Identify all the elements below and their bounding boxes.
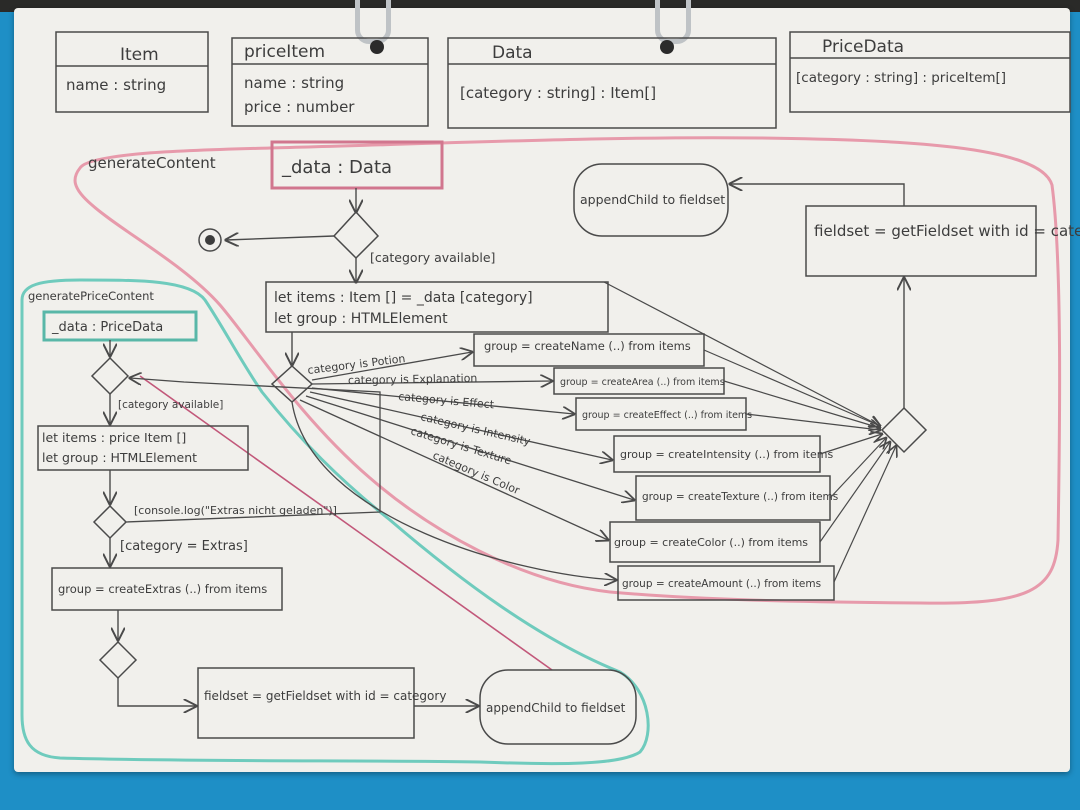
price-merge-diamond <box>98 640 138 680</box>
main-append-node <box>573 163 729 237</box>
main-param: _data : Data <box>281 157 392 178</box>
price-let-items: let items : price Item [] <box>42 430 186 445</box>
main-guard-available: [category available] <box>370 250 495 265</box>
punch-hole-left <box>370 40 384 54</box>
guard-effect: category is Effect <box>398 390 496 411</box>
class-pricedata <box>789 31 1071 113</box>
class-priceitem <box>231 37 429 127</box>
class-pricedata-attr: [category : string] : priceItem[] <box>796 70 1006 86</box>
price-extras-box <box>51 567 283 611</box>
main-let-box <box>265 281 609 333</box>
branch-action-effect: group = createEffect (..) from items <box>582 410 752 421</box>
main-param-box <box>270 140 444 190</box>
class-priceitem-attr-name: name : string <box>244 74 344 92</box>
price-append-node <box>479 669 637 745</box>
price-append-label: appendChild to fieldset <box>486 701 626 715</box>
class-priceitem-attr-price: price : number <box>244 98 355 116</box>
main-final-node <box>198 228 222 252</box>
price-guard-console: [console.log("Extras nicht geladen")] <box>134 504 337 517</box>
punch-hole-right <box>660 40 674 54</box>
guard-explanation: category is Explanation <box>348 372 478 387</box>
class-data-title: Data <box>492 43 533 63</box>
class-data-attr: [category : string] : Item[] <box>460 84 656 102</box>
branch-action-explanation: group = createArea (..) from items <box>560 377 725 388</box>
price-param: _data : PriceData <box>51 320 163 335</box>
main-merge-diamond <box>880 406 928 454</box>
main-merge-arrows <box>603 281 896 583</box>
branch-action-texture: group = createTexture (..) from items <box>642 491 838 503</box>
price-fieldset-box <box>197 667 415 739</box>
class-pricedata-title: PriceData <box>822 37 904 57</box>
main-fieldset-box <box>805 205 1037 277</box>
main-fieldset-line1: fieldset = getFieldset with id = categor… <box>814 222 1080 240</box>
class-data <box>447 37 777 129</box>
main-branch-arrows <box>291 352 634 580</box>
price-let-group: let group : HTMLElement <box>42 450 197 465</box>
crossing-pink-line <box>139 375 553 671</box>
main-activity-label: generateContent <box>88 154 216 172</box>
price-extras-action: group = createExtras (..) from items <box>58 582 267 596</box>
price-decision-1 <box>90 356 130 396</box>
blue-background-bottom <box>0 772 1080 810</box>
price-guard-available: [category available] <box>118 399 223 411</box>
class-item-attr: name : string <box>66 76 166 94</box>
main-let-items: let items : Item [] = _data [category] <box>274 290 533 306</box>
branch-action-color: group = createColor (..) from items <box>614 536 808 549</box>
price-activity-label: generatePriceContent <box>28 289 154 303</box>
price-fieldset-line1: fieldset = getFieldset with id = categor… <box>204 689 446 703</box>
branch-action-intensity: group = createIntensity (..) from items <box>620 448 833 461</box>
binder-ring-right <box>655 0 691 44</box>
price-param-box <box>42 310 198 342</box>
price-guard-extras: [category = Extras] <box>120 539 248 554</box>
price-highlight-outline <box>20 278 650 766</box>
price-let-box <box>37 425 249 471</box>
class-priceitem-title: priceItem <box>244 42 325 62</box>
main-append-label: appendChild to fieldset <box>580 192 725 207</box>
main-let-group: let group : HTMLElement <box>274 311 448 327</box>
branch-action-amount: group = createAmount (..) from items <box>622 578 821 590</box>
class-item-title: Item <box>120 45 159 65</box>
main-highlight-outline <box>73 136 1062 605</box>
branch-action-potion: group = createName (..) from items <box>484 339 691 353</box>
paper-sheet <box>14 8 1070 772</box>
price-decision-2 <box>92 504 128 540</box>
class-item <box>55 31 209 113</box>
